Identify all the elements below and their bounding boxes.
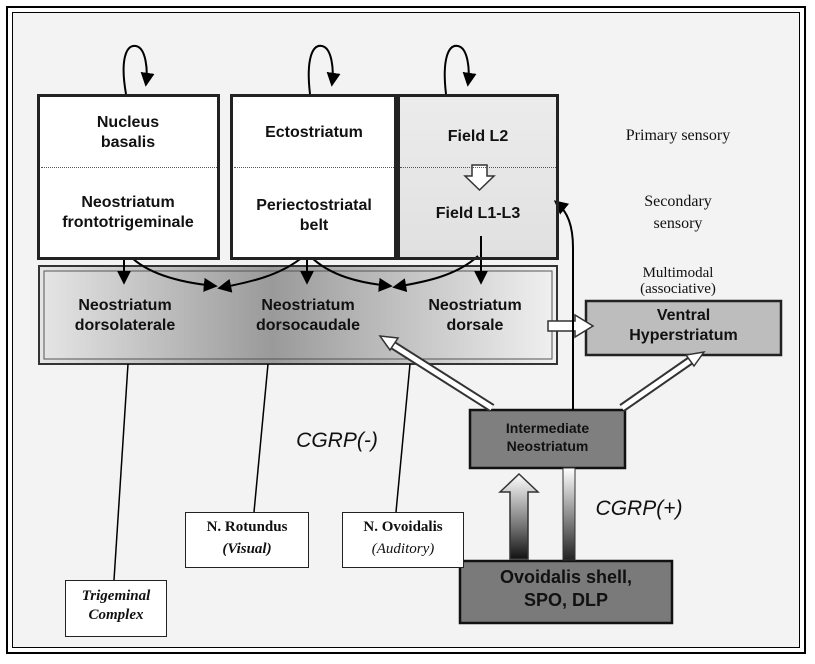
secondary-sensory-label: Secondary sensory (644, 193, 712, 233)
line-trigeminal (113, 363, 129, 581)
n-ovoidalis-modality: (Auditory) (371, 541, 435, 557)
primary-sensory-label: Primary sensory (625, 127, 731, 144)
neostriatum-dorsocaudale-label: Neostriatum dorsocaudale (255, 297, 361, 334)
multimodal-label: Multimodal (associative) (640, 265, 716, 297)
arrow-periecto-to-dorsolaterale (217, 255, 305, 293)
n-rotundus-modality: (Visual) (222, 541, 272, 557)
neostriatum-dorsolaterale-label: Neostriatum dorsolaterale (74, 297, 176, 334)
neostriatum-frontotrigeminale-label: Neostriatum frontotrigeminale (62, 194, 194, 231)
ectostriatum-box (230, 94, 397, 260)
n-ovoidalis-label: N. Ovoidalis (363, 519, 443, 535)
divider-ecto (234, 167, 394, 168)
hollow-arrow-field (463, 164, 496, 192)
divider-basalis (41, 167, 217, 168)
outer-frame (6, 6, 806, 654)
line-rotundus (253, 363, 269, 513)
cgrp-minus-label: CGRP(-) (296, 429, 378, 452)
n-ovoidalis-box (342, 512, 464, 568)
loop-arrow-ectostriatum (307, 44, 341, 95)
n-rotundus-box (185, 512, 309, 568)
hollow-arrow-to-ventral-hyperstriatum (547, 313, 595, 339)
trigeminal-complex-box (65, 580, 167, 637)
ovoidalis-shell-box (458, 559, 674, 625)
arrow-frontotrigeminale-to-dorsocaudale (129, 255, 218, 292)
trigeminal-complex-label: Trigeminal Complex (81, 588, 151, 623)
shell-bar (562, 467, 576, 561)
nucleus-basalis-label: Nucleus basalis (96, 114, 160, 151)
ectostriatum-label: Ectostriatum (265, 124, 363, 141)
nucleus-basalis-box (37, 94, 220, 260)
intermediate-neostriatum-box (468, 408, 627, 470)
n-rotundus-label: N. Rotundus (206, 519, 288, 535)
periectostriatal-belt-label: Periectostriatal belt (256, 197, 372, 234)
line-ovoidalis (395, 363, 411, 513)
field-l2-label: Field L2 (447, 128, 509, 145)
arrow-to-field-l1-l3 (553, 200, 574, 410)
ovoidalis-shell-label: Ovoidalis shell, SPO, DLP (499, 567, 633, 610)
divider-field (400, 167, 556, 168)
big-up-arrow (498, 472, 540, 560)
arrow-periecto-to-dorsale (309, 255, 393, 292)
loop-arrow-field-l2 (443, 44, 477, 95)
arrow-field-to-dorsocaudale (392, 255, 479, 293)
intermediate-neostriatum-label: Intermediate Neostriatum (505, 420, 590, 454)
ventral-hyperstriatum-label: Ventral Hyperstriatum (629, 307, 738, 344)
field-l-box (397, 94, 559, 260)
loop-arrow-nucleus-basalis (122, 44, 155, 95)
field-l1-l3-label: Field L1-L3 (435, 205, 521, 222)
neostriatum-dorsale-label: Neostriatum dorsale (428, 297, 522, 334)
cgrp-plus-label: CGRP(+) (595, 497, 683, 520)
